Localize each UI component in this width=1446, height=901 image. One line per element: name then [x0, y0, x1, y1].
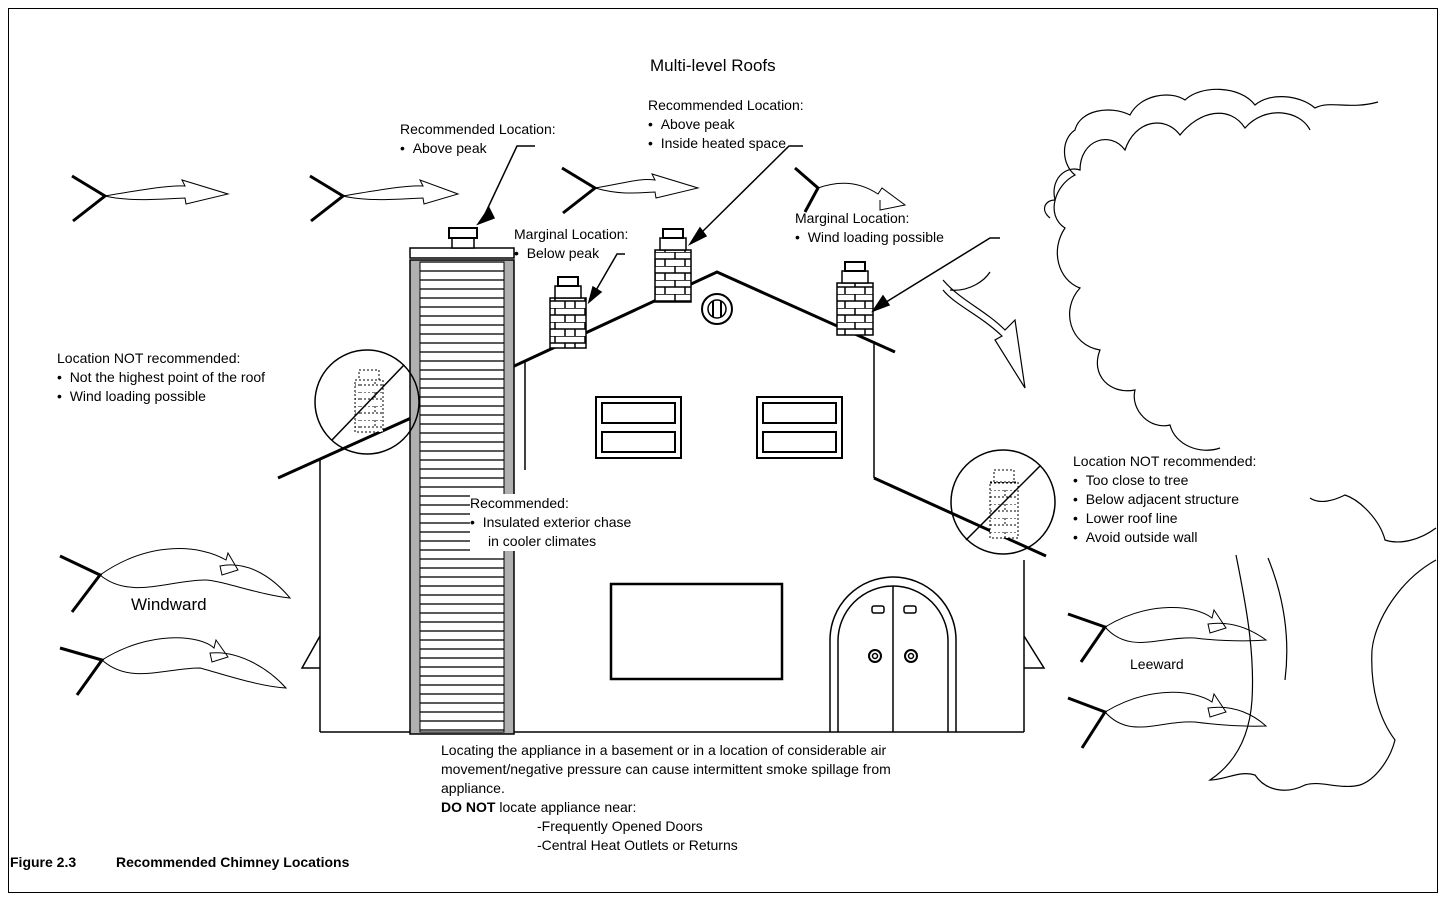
wind-arrows-windward [59, 548, 292, 696]
attic-vent [701, 293, 733, 325]
callout-not-recommended-right: Location NOT recommended: Too close to t… [1073, 452, 1256, 547]
callout-item: Not the highest point of the roof [57, 368, 265, 387]
chimney-recommended-center [654, 228, 692, 303]
callout-item: Insulated exterior chase [470, 513, 632, 532]
note-item: -Frequently Opened Doors [537, 818, 703, 834]
callout-chase: Recommended: Insulated exterior chase in… [470, 494, 632, 551]
figure-title: Recommended Chimney Locations [116, 854, 350, 870]
wind-arrows-top [71, 166, 907, 223]
note-line: appliance. [441, 780, 505, 796]
exterior-chase [409, 227, 515, 735]
left-wing [277, 412, 421, 732]
callout-item: Inside heated space [648, 134, 804, 153]
appliance-note: Locating the appliance in a basement or … [441, 741, 891, 855]
not-recommended-left [314, 349, 420, 455]
callout-item: Above peak [648, 115, 804, 134]
double-door [829, 576, 957, 732]
windward-label: Windward [131, 595, 207, 614]
figure-number: Figure 2.3 [10, 854, 77, 870]
callout-item: in cooler climates [488, 533, 597, 549]
callout-item: Too close to tree [1073, 471, 1256, 490]
cloud [1043, 112, 1311, 219]
callout-item: Avoid outside wall [1073, 528, 1256, 547]
chimney-marginal-left [549, 276, 587, 349]
callout-marginal-right: Marginal Location: Wind loading possible [795, 209, 944, 247]
callout-item: Wind loading possible [795, 228, 944, 247]
callout-recommended-center: Recommended Location: Above peak Inside … [648, 96, 804, 153]
note-do-not: DO NOT locate appliance near: [441, 798, 891, 817]
diagram-title: Multi-level Roofs [650, 56, 776, 75]
note-line: movement/negative pressure can cause int… [441, 761, 891, 777]
callout-heading: Recommended Location: [648, 97, 804, 113]
wind-arrows-leeward [1067, 606, 1268, 749]
leeward-label: Leeward [1130, 656, 1184, 672]
note-item: -Central Heat Outlets or Returns [537, 837, 738, 853]
figure-caption: Figure 2.3 Recommended Chimney Locations [10, 854, 349, 870]
callout-heading: Marginal Location: [514, 226, 629, 242]
figure-frame [8, 8, 1438, 893]
callout-item: Wind loading possible [57, 387, 265, 406]
callout-heading: Recommended: [470, 495, 569, 511]
note-do-not-bold: DO NOT [441, 799, 496, 815]
callout-heading: Location NOT recommended: [1073, 453, 1257, 469]
not-recommended-right [950, 449, 1056, 555]
callout-recommended-left: Recommended Location: Above peak [400, 120, 556, 158]
tree [942, 88, 1437, 791]
window-left [595, 396, 682, 459]
note-do-not-rest: locate appliance near: [495, 799, 637, 815]
callout-heading: Location NOT recommended: [57, 350, 241, 366]
callout-heading: Recommended Location: [400, 121, 556, 137]
callout-not-recommended-left: Location NOT recommended: Not the highes… [57, 349, 265, 406]
callout-item: Lower roof line [1073, 509, 1256, 528]
chimney-marginal-right [836, 261, 874, 336]
callout-item: Below adjacent structure [1073, 490, 1256, 509]
callout-item: Below peak [514, 244, 628, 263]
note-line: Locating the appliance in a basement or … [441, 742, 887, 758]
callout-item: Above peak [400, 139, 556, 158]
callout-marginal-left: Marginal Location: Below peak [514, 225, 628, 263]
picture-window [609, 582, 784, 681]
callout-heading: Marginal Location: [795, 210, 910, 226]
window-right [756, 396, 843, 459]
